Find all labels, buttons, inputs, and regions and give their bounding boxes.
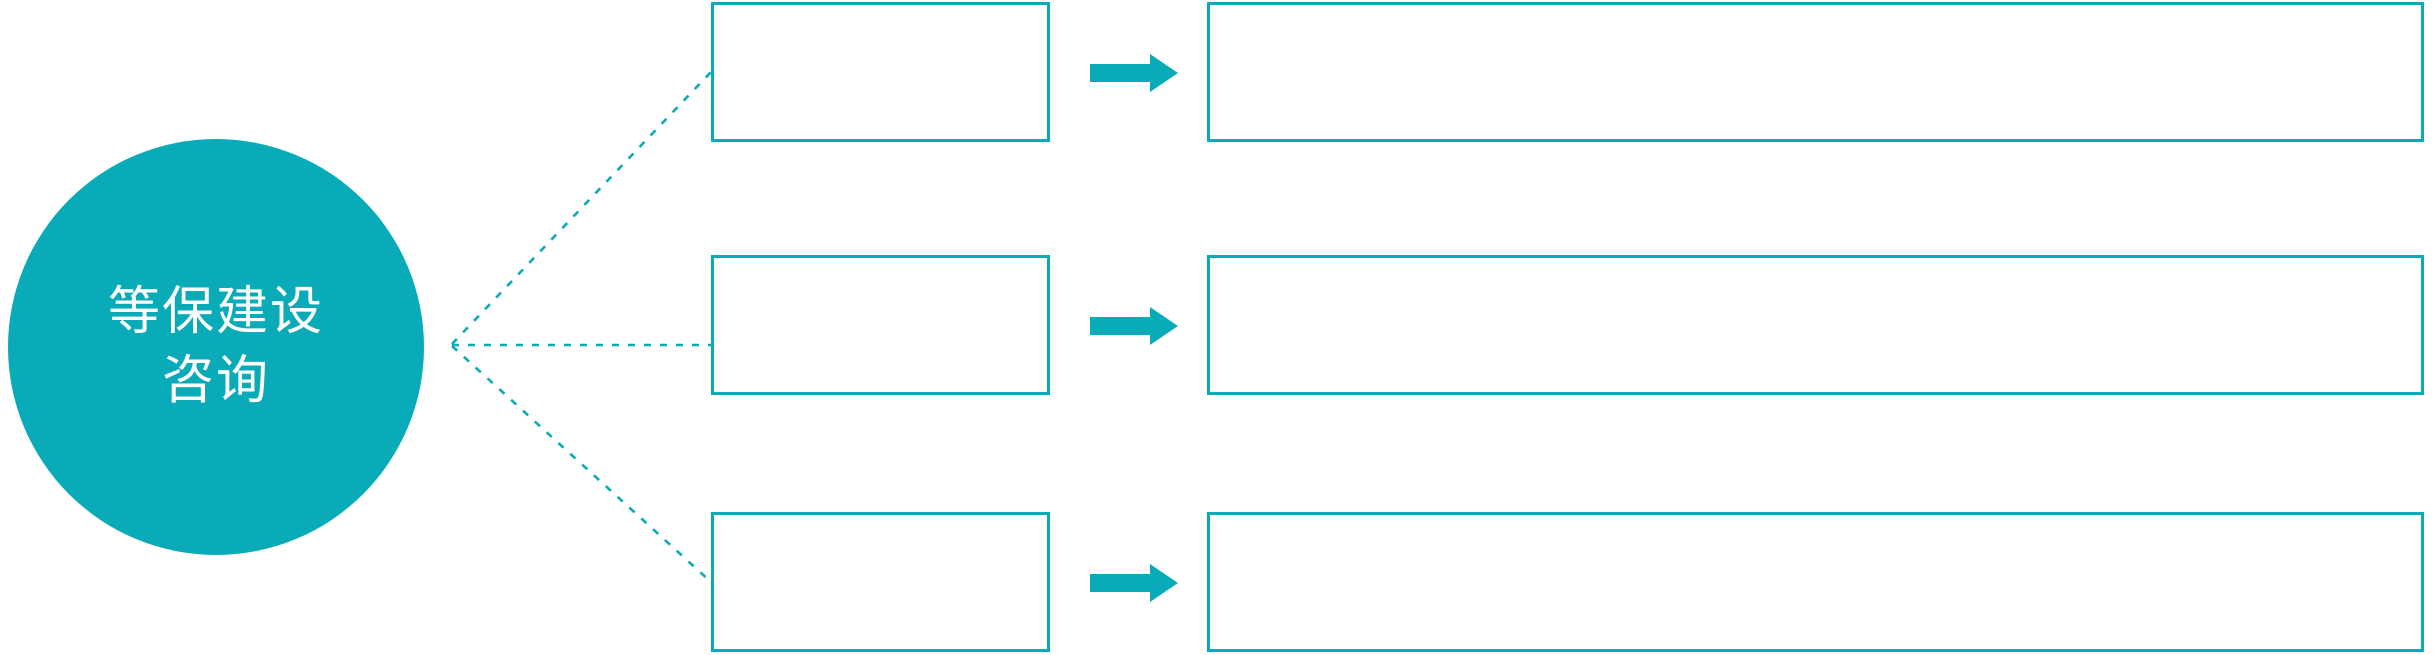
arrow-right-icon (1090, 54, 1178, 92)
row-small-box[interactable] (711, 512, 1050, 652)
arrow-right-icon (1090, 307, 1178, 345)
diagram-row (0, 255, 2434, 396)
arrow-right-icon (1090, 564, 1178, 602)
row-detail-box[interactable] (1207, 255, 2424, 395)
row-small-box[interactable] (711, 255, 1050, 395)
diagram-row (0, 2, 2434, 143)
row-detail-box[interactable] (1207, 2, 2424, 142)
diagram-row (0, 512, 2434, 653)
row-detail-box[interactable] (1207, 512, 2424, 652)
hub-title-line-1: 等保建设 (107, 283, 324, 342)
hub-circle[interactable]: 等保建设 咨询 (8, 139, 424, 555)
hub-title-line-2: 咨询 (161, 352, 270, 410)
row-small-box[interactable] (711, 2, 1050, 142)
